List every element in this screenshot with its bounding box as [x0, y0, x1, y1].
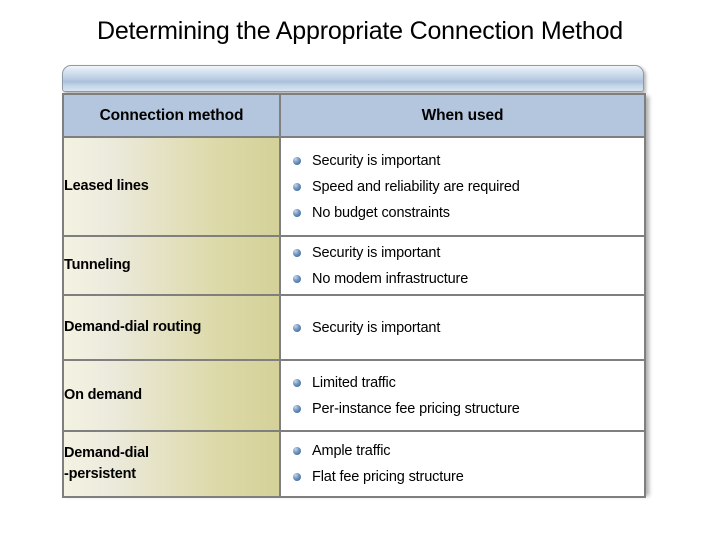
- table-body: Leased lines Security is important: [62, 136, 646, 498]
- method-label: Demand-dial routing: [64, 318, 202, 335]
- list-item: Per-instance fee pricing structure: [281, 396, 644, 422]
- table-header-row: Connection method When used: [62, 93, 646, 138]
- bullet-dot-icon: [293, 404, 301, 413]
- method-label-line2: -persistent: [64, 466, 136, 482]
- list-item: Limited traffic: [281, 370, 644, 396]
- when-used-cell-tunneling: Security is important No modem infrastru…: [279, 235, 646, 296]
- bullet-list: Ample traffic Flat fee pricing structure: [281, 438, 644, 490]
- bullet-dot-icon: [293, 274, 301, 283]
- method-cell-leased-lines: Leased lines: [62, 136, 281, 237]
- bullet-dot-icon: [293, 182, 301, 191]
- method-cell-demand-dial-routing: Demand-dial routing: [62, 294, 281, 361]
- bullet-text: Security is important: [312, 319, 441, 336]
- bullet-dot-icon: [293, 156, 301, 165]
- list-item: No budget constraints: [281, 200, 644, 226]
- table-row: On demand Limited traffic Per-inst: [62, 359, 646, 432]
- bullet-text: Security is important: [312, 244, 441, 261]
- table-row: Tunneling Security is important No: [62, 235, 646, 296]
- list-item: Security is important: [281, 315, 644, 341]
- bullet-text: Ample traffic: [312, 443, 391, 459]
- method-cell-tunneling: Tunneling: [62, 235, 281, 296]
- list-item: Speed and reliability are required: [281, 174, 644, 200]
- method-label: Leased lines: [64, 177, 149, 194]
- when-used-cell-leased-lines: Security is important Speed and reliabil…: [279, 136, 646, 237]
- bullet-text: Speed and reliability are required: [312, 178, 520, 195]
- list-item: Security is important: [281, 148, 644, 174]
- bullet-dot-icon: [293, 248, 301, 257]
- table-top-bar-decoration: [62, 65, 644, 92]
- table-row: Leased lines Security is important: [62, 136, 646, 237]
- list-item: Flat fee pricing structure: [281, 464, 644, 490]
- method-label: Demand-dial: [64, 444, 149, 461]
- bullet-text: Limited traffic: [312, 374, 396, 391]
- bullet-dot-icon: [293, 473, 301, 481]
- bullet-text: No budget constraints: [312, 204, 450, 221]
- method-label: On demand: [64, 386, 142, 403]
- bullet-list: Security is important No modem infrastru…: [281, 240, 644, 292]
- table-head: Connection method When used: [62, 93, 646, 138]
- bullet-list: Limited traffic Per-instance fee pricing…: [281, 370, 644, 422]
- when-used-cell-demand-dial-routing: Security is important: [279, 294, 646, 361]
- bullet-dot-icon: [293, 323, 301, 332]
- list-item: No modem infrastructure: [281, 266, 644, 292]
- when-used-cell-on-demand: Limited traffic Per-instance fee pricing…: [279, 359, 646, 432]
- method-label: Tunneling: [64, 256, 131, 273]
- bullet-dot-icon: [293, 208, 301, 217]
- bullet-dot-icon: [293, 378, 301, 387]
- column-header-connection-method: Connection method: [62, 93, 281, 138]
- bullet-text: Per-instance fee pricing structure: [312, 400, 520, 417]
- comparison-table-shell: Connection method When used Leased lines: [62, 65, 646, 498]
- method-cell-on-demand: On demand: [62, 359, 281, 432]
- column-header-when-used: When used: [279, 93, 646, 138]
- bullet-list: Security is important Speed and reliabil…: [281, 148, 644, 226]
- bullet-dot-icon: [293, 447, 301, 455]
- page-title: Determining the Appropriate Connection M…: [96, 17, 624, 45]
- bullet-text: Security is important: [312, 152, 441, 169]
- bullet-list: Security is important: [281, 315, 644, 341]
- method-cell-demand-dial-persistent: Demand-dial -persistent: [62, 430, 281, 498]
- bullet-text: No modem infrastructure: [312, 270, 469, 287]
- comparison-table-grid: Connection method When used Leased lines: [62, 93, 646, 498]
- when-used-cell-demand-dial-persistent: Ample traffic Flat fee pricing structure: [279, 430, 646, 498]
- list-item: Ample traffic: [281, 438, 644, 464]
- bullet-text: Flat fee pricing structure: [312, 469, 464, 485]
- list-item: Security is important: [281, 240, 644, 266]
- table-row: Demand-dial -persistent Ample traffic: [62, 430, 646, 498]
- connection-method-table: Connection method When used Leased lines: [62, 93, 646, 498]
- table-row: Demand-dial routing Security is importan…: [62, 294, 646, 361]
